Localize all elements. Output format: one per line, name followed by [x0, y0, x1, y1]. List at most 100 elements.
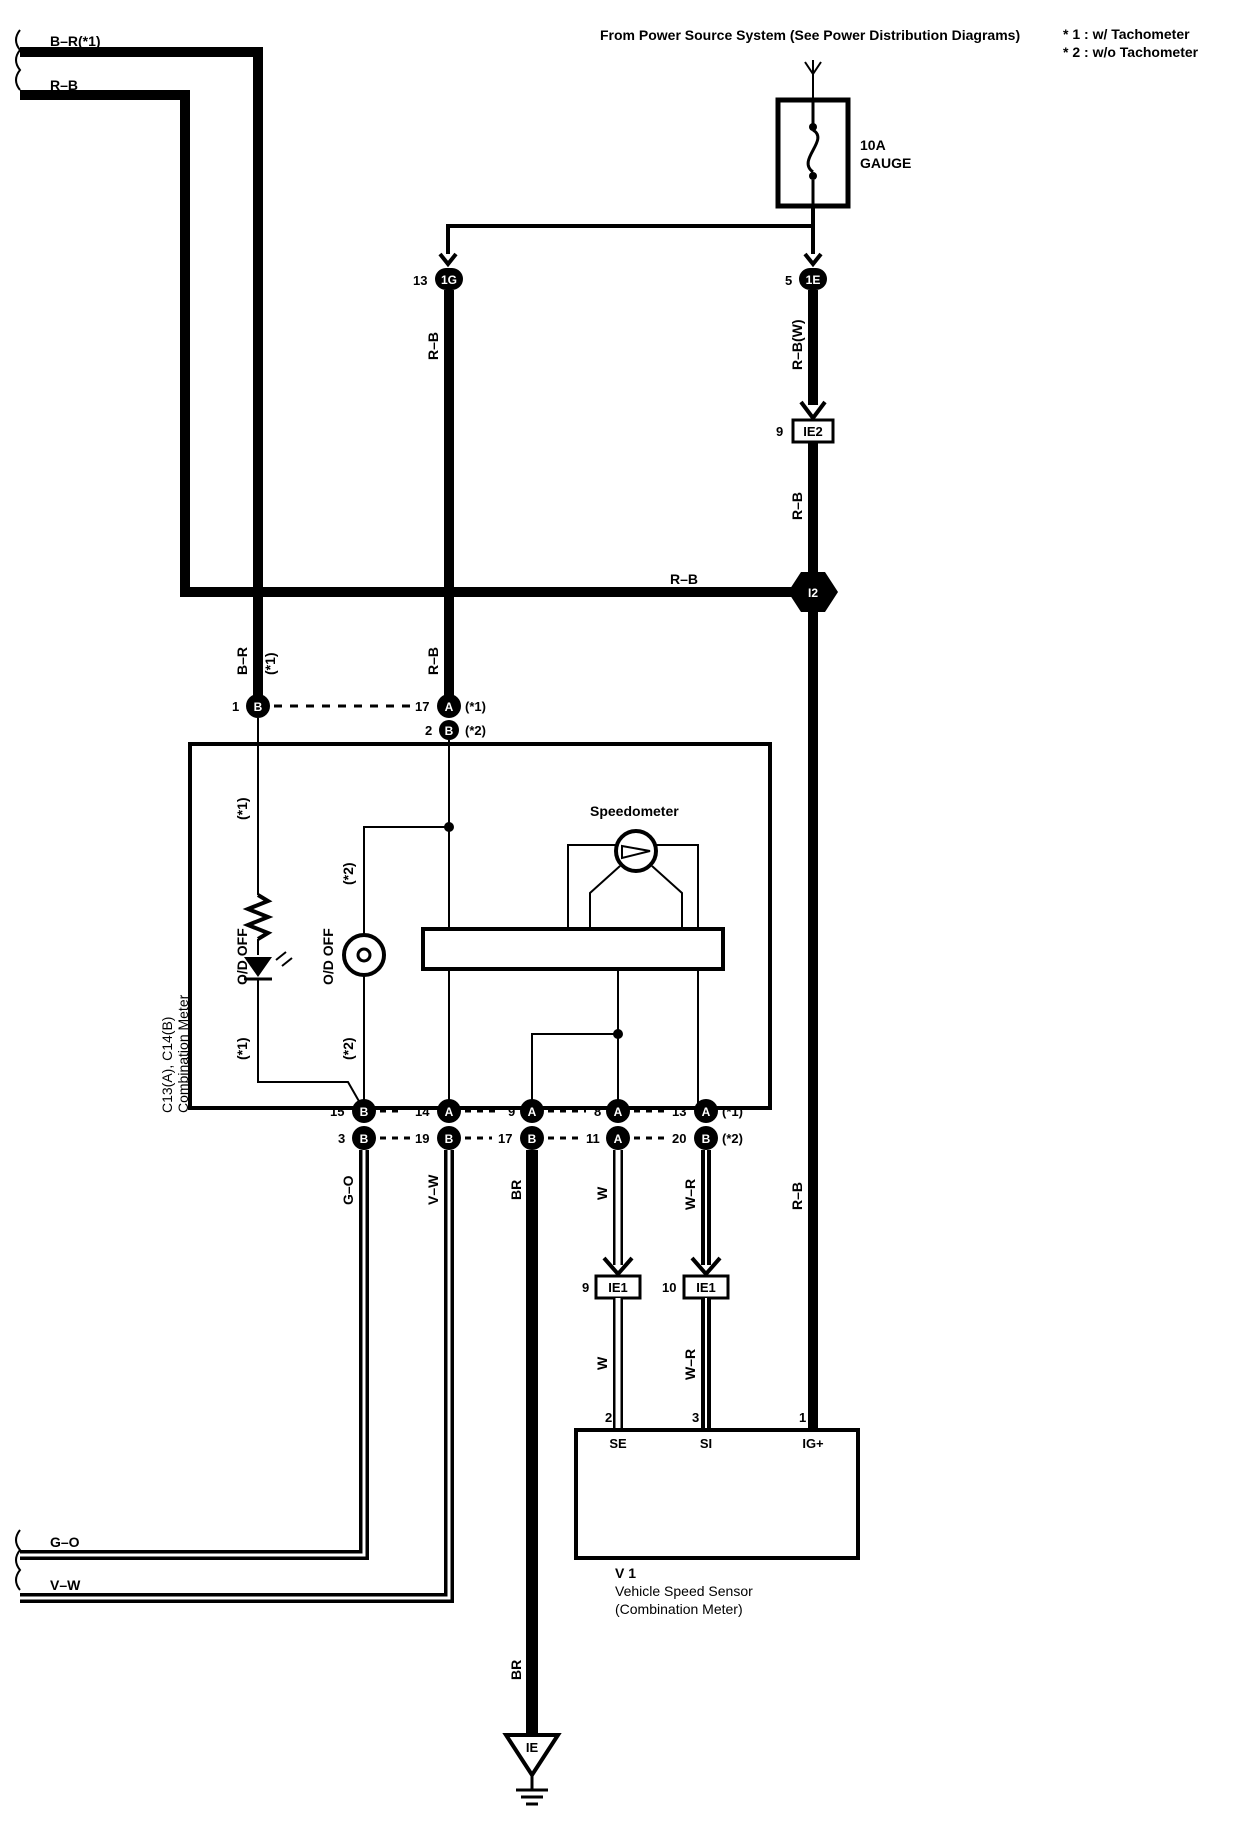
connector-1g — [435, 268, 463, 290]
pin-a17-note: (*1) — [465, 699, 486, 714]
pin-a13-num: 13 — [672, 1104, 686, 1119]
wire-br-tach — [20, 47, 263, 700]
wire-junction-bridge — [446, 224, 815, 254]
pin-a8 — [606, 1099, 630, 1123]
label-w: W — [594, 1186, 610, 1200]
pin-a14-conn: A — [445, 1105, 454, 1119]
pin-a9-conn: A — [528, 1105, 537, 1119]
fuse-terminal-top — [809, 123, 817, 131]
connector-1e-pin: 5 — [785, 273, 792, 288]
connector-ie2-pin: 9 — [776, 424, 783, 439]
pin-b15-conn: B — [360, 1105, 369, 1119]
pin-a9 — [520, 1099, 544, 1123]
connector-ie1a-pin: 9 — [582, 1280, 589, 1295]
connector-1g-id: 1G — [441, 273, 457, 287]
pin-a11-conn: A — [614, 1132, 623, 1146]
arrow-ie1a-icon — [602, 1256, 634, 1278]
connector-ie2-id: IE2 — [803, 424, 823, 439]
fuse-element-icon — [806, 128, 820, 174]
note-no-tach: * 2 : w/o Tachometer — [1063, 44, 1199, 60]
bottom-pin-row-2: B 3 B 19 B 17 A 11 B 20 (*2) — [338, 1126, 743, 1150]
sensor-name: Vehicle Speed Sensor — [615, 1583, 753, 1599]
arrow-ie2-icon — [799, 400, 827, 422]
pin-a17-conn: A — [445, 700, 454, 714]
meter-name-line1: C13(A), C14(B) — [159, 1017, 175, 1113]
break-mark-top — [15, 29, 22, 91]
label-br-vert-note: (*1) — [262, 652, 278, 675]
bulb-note-top: (*2) — [340, 862, 356, 885]
sensor-id: V 1 — [615, 1565, 636, 1581]
speedometer-lead-left — [589, 865, 621, 929]
arrow-j1-icon — [438, 252, 458, 268]
pin-b3 — [352, 1126, 376, 1150]
junction-i2 — [788, 572, 838, 612]
bulb-note-bottom: (*2) — [340, 1037, 356, 1060]
pin-b3-conn: B — [360, 1132, 369, 1146]
combination-meter-box — [188, 742, 772, 1110]
ic-node — [613, 1029, 623, 1039]
pin-a8-num: 8 — [594, 1104, 601, 1119]
ground-connector-id: IE — [526, 1740, 539, 1755]
bottom-pin-row-1: B 15 A 14 A 9 A 8 A 13 (*1) — [330, 1099, 743, 1123]
connector-1g-pin: 13 — [413, 273, 427, 288]
fuse-terminal-bottom — [809, 172, 817, 180]
pin-b2-conn: B — [445, 724, 454, 738]
pin-a17-num: 17 — [415, 699, 429, 714]
speedometer-label: Speedometer — [590, 803, 679, 819]
bulb-feed-line — [363, 826, 449, 935]
pin-b19-conn: B — [445, 1132, 454, 1146]
pin-a13 — [694, 1099, 718, 1123]
pin-b17-num: 17 — [498, 1131, 512, 1146]
label-go-bottom: G–O — [50, 1534, 80, 1550]
pin-a17 — [437, 694, 461, 718]
pin-b1-conn: B — [254, 700, 263, 714]
wire-rb-top — [20, 90, 813, 597]
label-br-tach: B–R(*1) — [50, 33, 101, 49]
pin-b20-num: 20 — [672, 1131, 686, 1146]
label-br: BR — [508, 1180, 524, 1200]
arrow-ie1b-icon — [690, 1256, 722, 1278]
vehicle-speed-sensor-box — [574, 1428, 860, 1560]
label-br-vert: B–R — [234, 647, 250, 675]
wire-go — [20, 1150, 369, 1560]
led-note-bottom: (*1) — [234, 1037, 250, 1060]
pin-b1-num: 1 — [232, 699, 239, 714]
ground-symbol-icon — [516, 1788, 548, 1806]
fuse-rating: 10A — [860, 137, 886, 153]
pin-b15-num: 15 — [330, 1104, 344, 1119]
pin-b2 — [439, 720, 459, 740]
wire-vw — [20, 1150, 454, 1603]
label-vw-bottom: V–W — [50, 1577, 81, 1593]
sensor-pin-1: 1 — [799, 1410, 806, 1425]
sensor-ig: IG+ — [802, 1436, 824, 1451]
pin-a8-conn: A — [614, 1105, 623, 1119]
sensor-si: SI — [700, 1436, 712, 1451]
pin-a11 — [606, 1126, 630, 1150]
meter-name-line2: Combination Meter — [175, 994, 191, 1113]
pin-b19-num: 19 — [415, 1131, 429, 1146]
pin-a9-num: 9 — [508, 1104, 515, 1119]
bulb-filament-icon — [356, 947, 372, 963]
speedometer-gauge-icon — [614, 829, 658, 873]
od-off-bulb-label: O/D OFF — [320, 928, 336, 985]
od-off-bulb-icon — [342, 933, 386, 977]
pin-a13-conn: A — [702, 1105, 711, 1119]
pin-b20-note: (*2) — [722, 1131, 743, 1146]
pin-a14-num: 14 — [415, 1104, 430, 1119]
pin-b19 — [437, 1126, 461, 1150]
od-off-led-label: O/D OFF — [234, 928, 250, 985]
label-vw: V–W — [425, 1174, 441, 1205]
speedometer-lead-right — [651, 865, 683, 929]
label-rb-top: R–B — [50, 77, 78, 93]
label-rb-2: R–B — [789, 492, 805, 520]
pin-a11-num: 11 — [586, 1131, 600, 1146]
led-ground-line — [257, 979, 365, 1111]
sensor-pin-2: 2 — [605, 1410, 612, 1425]
pin-b15 — [352, 1099, 376, 1123]
label-wr2: W–R — [682, 1349, 698, 1380]
connector-ie1a-id: IE1 — [608, 1280, 628, 1295]
od-off-led-icon — [244, 957, 272, 977]
led-resistor-icon — [242, 893, 274, 941]
fuse-name: GAUGE — [860, 155, 911, 171]
